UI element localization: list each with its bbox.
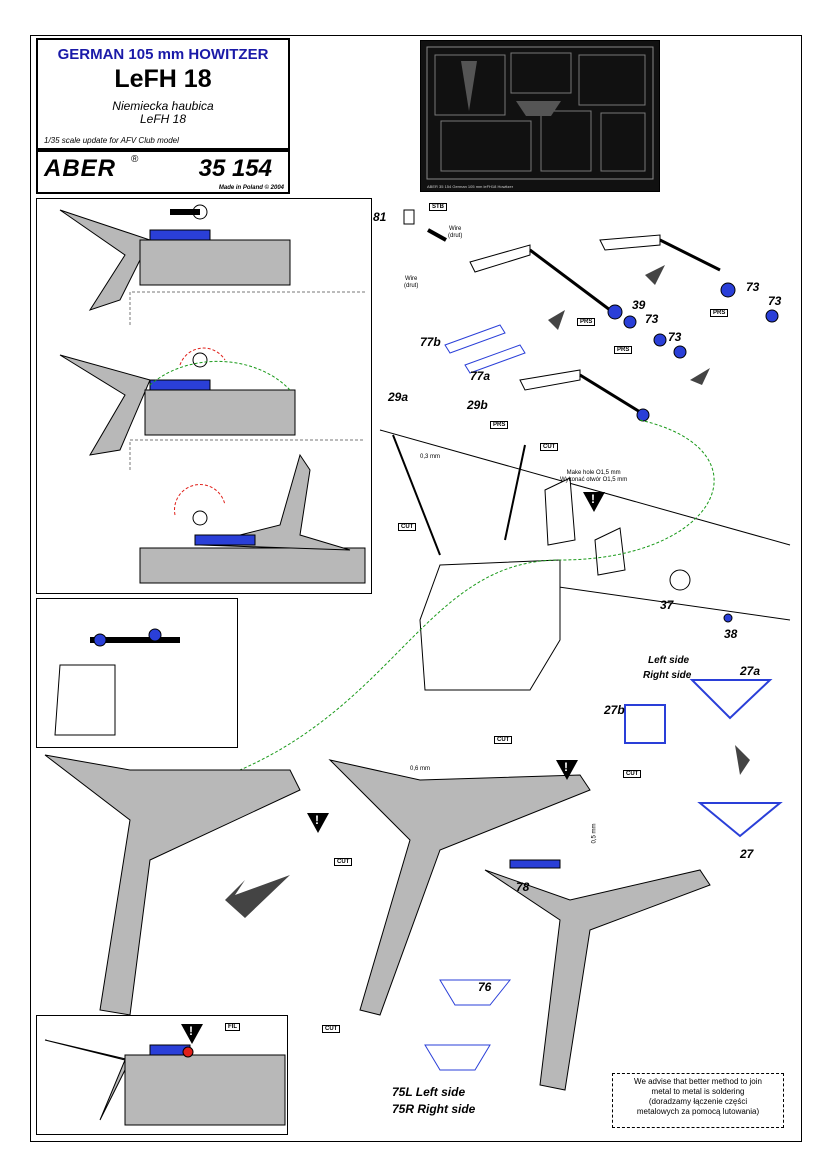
- wire-note-2-line-2: (drut): [404, 283, 419, 289]
- part-73-label-1: 73: [645, 312, 659, 326]
- part-38-label: 38: [724, 627, 738, 641]
- scale-note: 1/35 scale update for AFV Club model: [44, 136, 179, 145]
- hole-note-line-2: Wykonać otwór O1,5 mm: [560, 477, 628, 483]
- cut-tag-2: CUT: [398, 523, 417, 531]
- page-frame: [30, 35, 802, 1142]
- part-27-label: 27: [740, 847, 754, 861]
- part-27a-label: 27a: [740, 664, 761, 678]
- step-1-drawing: [59, 204, 291, 311]
- wire-note-2-line-1: Wire: [405, 276, 418, 282]
- title-block: GERMAN 105 mm HOWITZER LeFH 18 Niemiecka…: [36, 38, 290, 150]
- registered-mark: ®: [131, 154, 139, 165]
- part-73-label-3: 73: [746, 280, 760, 294]
- warning-glyph-1: !: [591, 492, 595, 506]
- hole-note: Make hole O1,5 mm Wykonać otwór O1,5 mm: [560, 470, 627, 484]
- photo-etch-fret-image: ABER 35 154 German 105 mm leFH18 Howitze…: [420, 40, 660, 192]
- polish-line-2: LeFH 18: [139, 112, 187, 126]
- right-side-label: Right side: [643, 670, 692, 681]
- brand-logo: ABER: [44, 155, 117, 182]
- part-76-label: 76: [478, 980, 492, 994]
- trail-center-drawing: [328, 759, 591, 1016]
- warning-icon-3: !: [307, 813, 329, 833]
- trail-left-drawing: [44, 754, 301, 1016]
- detail-inset-drawing: [54, 628, 180, 736]
- cut-tag-3: CUT: [494, 736, 513, 744]
- hole-note-line-1: Make hole O1,5 mm: [566, 470, 621, 476]
- note-line-4: metalowych za pomocą lutowania): [636, 1107, 760, 1116]
- wire-note-1: Wire (drut): [448, 226, 462, 240]
- note-line-1: We advise that better method to join: [634, 1077, 762, 1086]
- note-line-3: (doradzamy łączenie części: [648, 1097, 748, 1106]
- stb-tag: STB: [429, 203, 447, 211]
- polish-line-1: Niemiecka haubica: [112, 99, 214, 113]
- fil-inset-drawing: [44, 1039, 286, 1126]
- dimension-06mm: 0,6 mm: [410, 766, 431, 772]
- part-77a-label: 77a: [470, 369, 491, 383]
- warning-glyph-4: !: [189, 1024, 193, 1038]
- part-39-label: 39: [632, 298, 646, 312]
- prs-tag-2: PRS: [614, 346, 633, 354]
- cut-tag-4: CUT: [623, 770, 642, 778]
- wire-note-2: Wire (drut): [404, 276, 418, 290]
- dimension-05mm: 0,5 mm: [591, 823, 598, 844]
- wire-note-1-line-2: (drut): [448, 233, 463, 239]
- part-73-label-2: 73: [668, 330, 682, 344]
- made-in: Made in Poland © 2004: [218, 185, 284, 191]
- step-3-drawing: [139, 453, 366, 584]
- warning-glyph-3: !: [315, 813, 319, 827]
- prs-tag-3: PRS: [710, 309, 729, 317]
- kit-subtitle: GERMAN 105 mm HOWITZER: [57, 46, 269, 63]
- cradle-drawing: [239, 419, 791, 771]
- part-37-label: 37: [660, 598, 674, 612]
- plate-parts: [424, 679, 783, 1071]
- part-81-label: 81: [373, 210, 387, 224]
- cut-tag-1: CUT: [540, 443, 559, 451]
- product-code: 35 154: [198, 155, 272, 182]
- fil-tag: FIL: [225, 1023, 240, 1031]
- dimension-03mm: 0,3 mm: [420, 454, 441, 460]
- fret-caption: ABER 35 154 German 105 mm leFH18 Howitze…: [427, 184, 514, 189]
- warning-icon-2: !: [556, 760, 578, 780]
- part-27b-label: 27b: [604, 703, 625, 717]
- trail-right-drawing: [484, 869, 711, 1091]
- part-29a-label: 29a: [388, 390, 409, 404]
- part-77b-label: 77b: [420, 335, 441, 349]
- soldering-advice-note: We advise that better method to join met…: [612, 1073, 784, 1128]
- polish-title: Niemiecka haubica LeFH 18: [38, 100, 288, 126]
- left-side-label: Left side: [648, 655, 690, 666]
- lever-parts: [403, 209, 779, 422]
- warning-icon-1: !: [583, 492, 605, 512]
- fret-drawing: [426, 46, 654, 180]
- part-75l-label: 75L Left side: [392, 1085, 466, 1099]
- cut-tag-6: CUT: [322, 1025, 341, 1033]
- part-78-label: 78: [516, 880, 530, 894]
- part-29b-label: 29b: [467, 398, 488, 412]
- part-75r-label: 75R Right side: [392, 1102, 476, 1116]
- brand-block: ABER ® 35 154 Made in Poland © 2004: [36, 150, 290, 194]
- warning-glyph-2: !: [564, 760, 568, 774]
- part-73-label-4: 73: [768, 294, 782, 308]
- cut-tag-5: CUT: [334, 858, 353, 866]
- kit-title: LeFH 18: [114, 65, 212, 93]
- prs-tag-1: PRS: [577, 318, 596, 326]
- wire-note-1-line-1: Wire: [449, 226, 462, 232]
- warning-icon-4: !: [181, 1024, 203, 1044]
- prs-tag-4: PRS: [490, 421, 509, 429]
- note-line-2: metal to metal is soldering: [651, 1087, 745, 1096]
- step-2-drawing: [59, 347, 296, 456]
